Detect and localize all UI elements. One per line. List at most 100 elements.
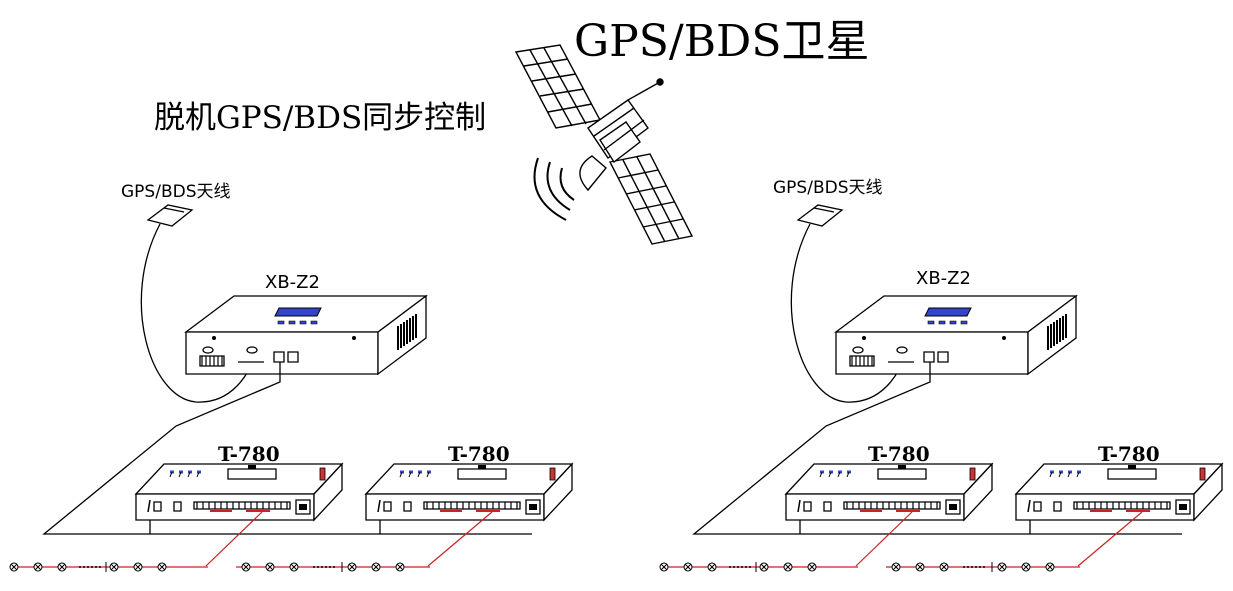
status-light <box>320 468 325 480</box>
lamp-icon <box>266 563 274 571</box>
antenna-icon <box>798 205 842 226</box>
front-buttons <box>278 321 317 324</box>
top-display <box>1108 469 1156 479</box>
node-box <box>136 464 342 520</box>
antenna-jack <box>247 347 257 353</box>
signal-waves <box>535 158 575 220</box>
lamp-icon <box>1022 563 1030 571</box>
chain-ellipsis <box>729 566 751 568</box>
chain-ellipsis <box>79 566 101 568</box>
status-light <box>970 468 975 480</box>
signal-wire <box>1078 512 1142 566</box>
system-right <box>660 205 1222 572</box>
lamp-icon <box>134 563 142 571</box>
port <box>404 502 411 511</box>
node-label-right-2: T-780 <box>1098 442 1160 466</box>
screw <box>862 336 866 340</box>
antenna-cable <box>791 224 906 402</box>
lamp-icon <box>372 563 380 571</box>
top-controls <box>170 472 201 477</box>
node-box <box>1016 464 1222 520</box>
antenna-icon <box>148 205 192 226</box>
lamp-icon <box>808 563 816 571</box>
lamp-icon <box>892 563 900 571</box>
lamp-icon <box>58 563 66 571</box>
signal-wire <box>428 512 492 566</box>
antenna-jack <box>853 347 863 353</box>
solar-panel-upper <box>516 45 600 128</box>
vent-grille <box>1048 314 1066 350</box>
terminal-strip <box>424 502 520 511</box>
lamp-icon <box>784 563 792 571</box>
port <box>1034 502 1041 511</box>
lamp-icon <box>34 563 42 571</box>
system-left <box>10 205 572 572</box>
ethernet-port <box>924 352 934 362</box>
terminal-strip <box>844 502 940 511</box>
screw <box>1002 336 1006 340</box>
ethernet-port <box>938 352 948 362</box>
lamp-icon <box>684 563 692 571</box>
lamp-chain <box>660 563 858 571</box>
port <box>824 502 831 511</box>
lamp-icon <box>760 563 768 571</box>
terminal-block <box>200 356 224 366</box>
top-display <box>458 469 506 479</box>
lamp-icon <box>708 563 716 571</box>
top-controls <box>820 472 851 477</box>
port <box>384 502 391 511</box>
node-box <box>786 464 992 520</box>
port <box>1054 502 1061 511</box>
chain-ellipsis <box>313 566 335 568</box>
port <box>804 502 811 511</box>
node-box <box>366 464 572 520</box>
top-display <box>228 469 276 479</box>
lamp-icon <box>940 563 948 571</box>
node-label-left-2: T-780 <box>448 442 510 466</box>
controller-label-right: XB-Z2 <box>916 268 971 289</box>
status-light <box>550 468 555 480</box>
top-controls <box>400 472 431 477</box>
lamp-icon <box>10 563 18 571</box>
port <box>174 502 181 511</box>
signal-wire <box>856 512 912 566</box>
mode-label: 脱机GPS/BDS同步控制 <box>154 100 487 136</box>
ethernet-port <box>288 352 298 362</box>
node-label-right-1: T-780 <box>868 442 930 466</box>
antenna-jack <box>203 347 213 353</box>
antenna-jack <box>897 347 907 353</box>
front-buttons <box>928 321 967 324</box>
port <box>154 502 161 511</box>
lamp-icon <box>998 563 1006 571</box>
network-cable <box>44 362 280 534</box>
lamp-icon <box>348 563 356 571</box>
lamp-icon <box>916 563 924 571</box>
vent-grille <box>398 314 416 350</box>
lamp-chain <box>886 563 1080 571</box>
lamp-icon <box>660 563 668 571</box>
satellite-body <box>580 79 663 190</box>
terminal-block <box>850 356 874 366</box>
terminal-strip <box>194 502 290 511</box>
controller-label-left: XB-Z2 <box>265 272 320 293</box>
display-screen <box>275 308 321 316</box>
screw <box>352 336 356 340</box>
lamp-icon <box>290 563 298 571</box>
signal-wire <box>206 512 262 566</box>
lamp-chain <box>10 563 208 571</box>
top-display <box>878 469 926 479</box>
lamp-icon <box>158 563 166 571</box>
antenna-cable <box>141 224 256 402</box>
lamp-chain <box>236 563 430 571</box>
antenna-label-right: GPS/BDS天线 <box>773 178 883 198</box>
chain-ellipsis <box>963 566 985 568</box>
lamp-icon <box>110 563 118 571</box>
antenna-label-left: GPS/BDS天线 <box>121 182 231 202</box>
top-controls <box>1050 472 1081 477</box>
lamp-icon <box>242 563 250 571</box>
diagram-title: GPS/BDS卫星 <box>574 16 870 67</box>
solar-panel-lower <box>610 154 692 244</box>
terminal-strip <box>1074 502 1170 511</box>
